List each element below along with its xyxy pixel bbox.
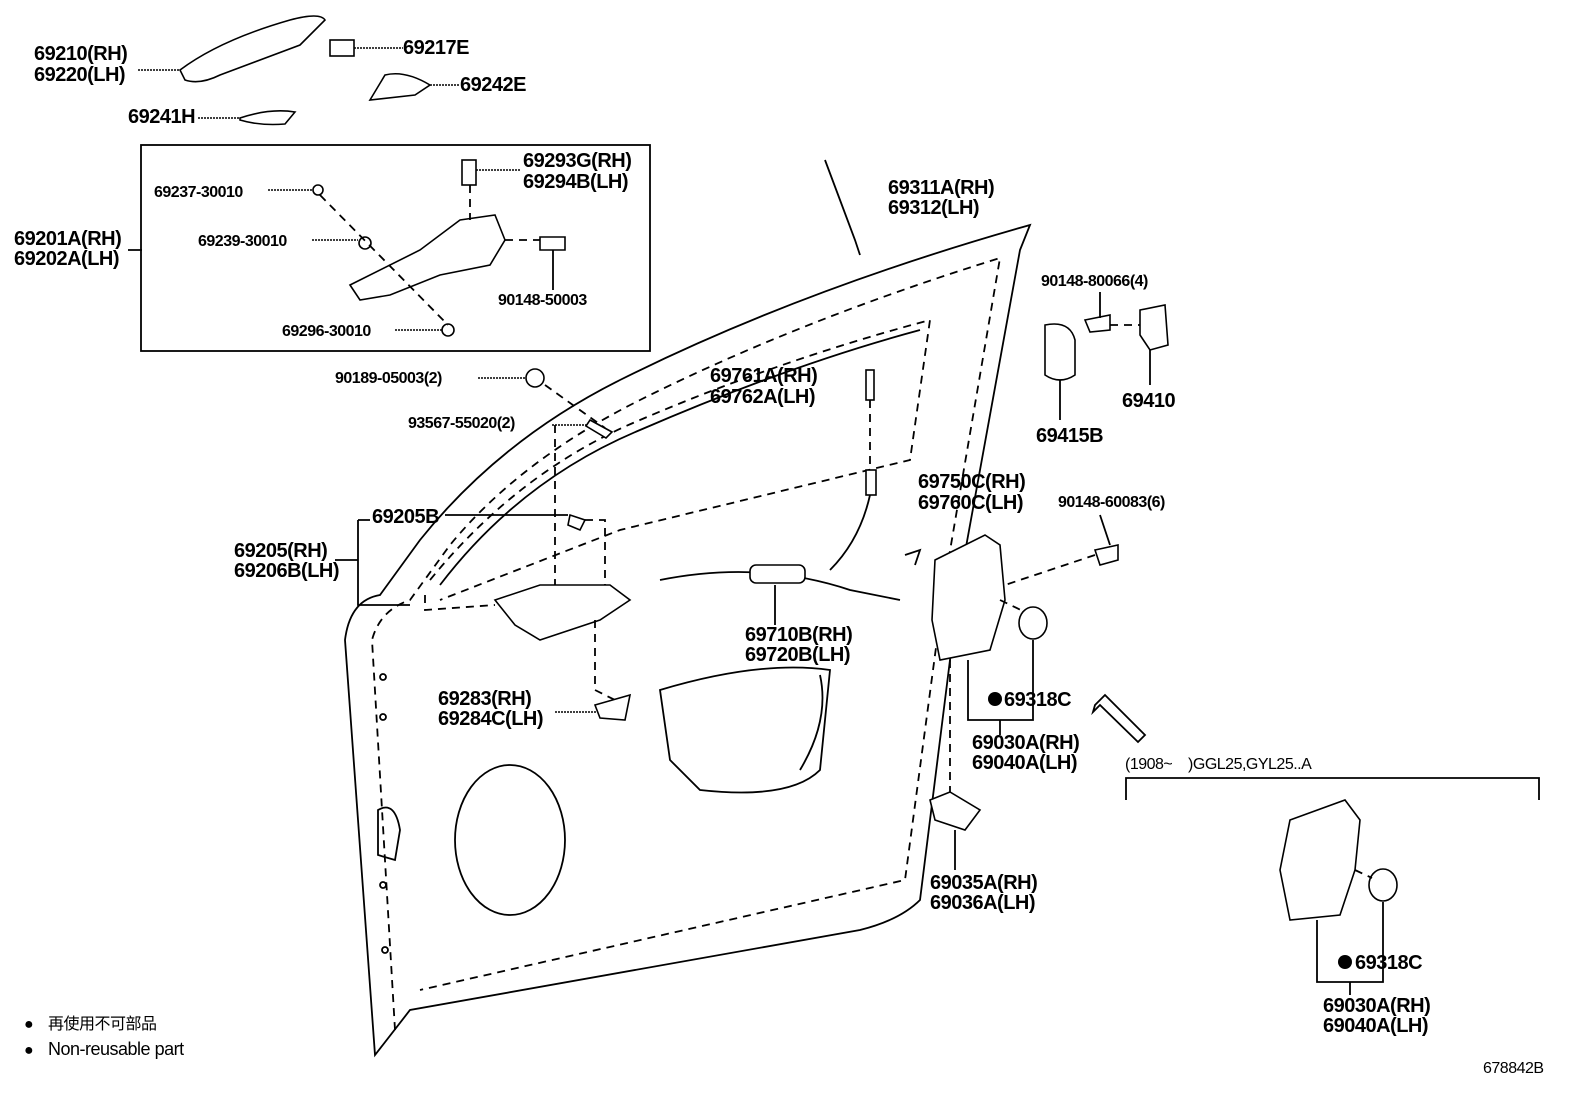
label-90148-60083: 90148-60083(6) — [1058, 494, 1165, 511]
label-69040A-a: 69040A(LH) — [972, 752, 1077, 774]
label-69210: 69210(RH) — [34, 43, 127, 65]
door-panel-drawing — [344, 223, 1032, 1058]
label-69036A: 69036A(LH) — [930, 892, 1035, 914]
label-69750C: 69750C(RH) — [918, 471, 1025, 493]
legend: ● 再使用不可部品 ● Non-reusable part — [24, 1015, 185, 1059]
legend-english: Non-reusable part — [48, 1039, 184, 1059]
label-69202A: 69202A(LH) — [14, 248, 119, 270]
label-90148-50003: 90148-50003 — [498, 292, 587, 309]
label-69206B: 69206B(LH) — [234, 560, 339, 582]
label-69760C: 69760C(LH) — [918, 492, 1023, 514]
label-69283: 69283(RH) — [438, 688, 531, 710]
label-69311A: 69311A(RH) — [888, 177, 994, 199]
part-labels: 69210(RH) 69220(LH) 69217E 69242E 69241H… — [14, 37, 1431, 1037]
figure-id: 678842B — [1483, 1060, 1544, 1077]
label-93567: 93567-55020(2) — [408, 415, 515, 432]
label-69415B: 69415B — [1036, 425, 1103, 447]
label-69201A: 69201A(RH) — [14, 228, 121, 250]
label-69205B: 69205B — [372, 506, 439, 528]
label-69242E: 69242E — [460, 74, 526, 96]
label-69030A-b: 69030A(RH) — [1323, 995, 1430, 1017]
label-69035A: 69035A(RH) — [930, 872, 1037, 894]
label-90189: 90189-05003(2) — [335, 370, 442, 387]
legend-bullet: ● — [24, 1016, 33, 1033]
label-69710B: 69710B(RH) — [745, 624, 852, 646]
legend-bullet: ● — [24, 1042, 33, 1059]
fastener-drawings — [478, 159, 1169, 771]
label-69030A-a: 69030A(RH) — [972, 732, 1079, 754]
label-69241H: 69241H — [128, 106, 195, 128]
label-69410: 69410 — [1122, 390, 1175, 412]
label-69318C-b: 69318C — [1355, 952, 1422, 974]
label-69293G: 69293G(RH) — [523, 150, 631, 172]
non-reusable-marker — [1338, 955, 1352, 969]
label-69294B: 69294B(LH) — [523, 171, 628, 193]
legend-japanese: 再使用不可部品 — [48, 1015, 157, 1033]
label-69720B: 69720B(LH) — [745, 644, 850, 666]
frame-drawing — [128, 159, 566, 337]
label-69762A: 69762A(LH) — [710, 386, 815, 408]
door-lock-drawing — [929, 534, 1147, 870]
label-69761A: 69761A(RH) — [710, 365, 817, 387]
outside-handle-parts — [138, 15, 460, 126]
label-69318C-a: 69318C — [1004, 689, 1071, 711]
label-69040A-b: 69040A(LH) — [1323, 1015, 1428, 1037]
label-69284C: 69284C(LH) — [438, 708, 543, 730]
label-69239: 69239-30010 — [198, 233, 287, 250]
label-69205: 69205(RH) — [234, 540, 327, 562]
label-69220: 69220(LH) — [34, 64, 125, 86]
non-reusable-marker — [988, 692, 1002, 706]
sub-assembly-box — [140, 144, 651, 352]
variant-drawing — [1125, 777, 1540, 995]
variant-note: (1908~ )GGL25,GYL25..A — [1125, 756, 1312, 773]
label-69217E: 69217E — [403, 37, 469, 59]
inside-handle-drawing — [335, 513, 632, 721]
label-69312: 69312(LH) — [888, 197, 979, 219]
label-69296: 69296-30010 — [282, 323, 371, 340]
label-90148-80066: 90148-80066(4) — [1041, 273, 1148, 290]
label-69237: 69237-30010 — [154, 184, 243, 201]
